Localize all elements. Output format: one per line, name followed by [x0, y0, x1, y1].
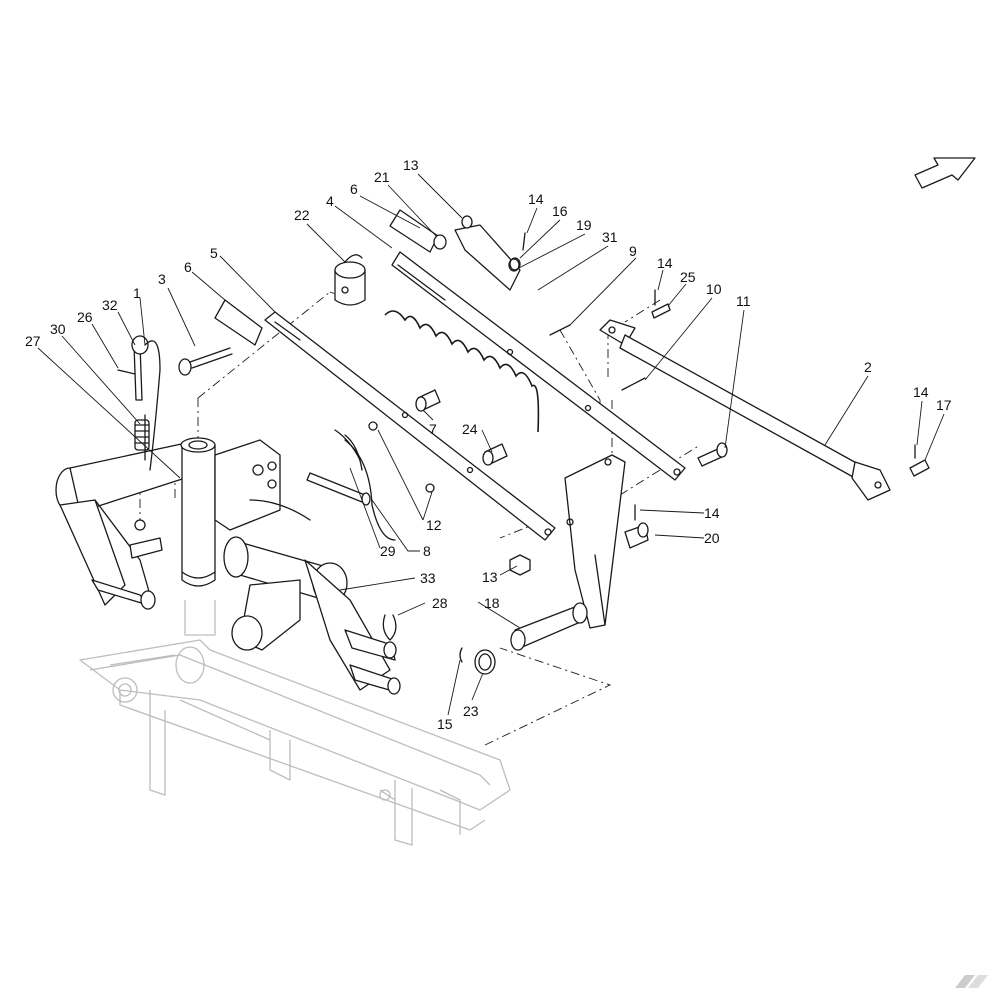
callout-30: 30 [50, 321, 66, 337]
callout-29: 29 [380, 543, 396, 559]
brand-logo-k-icon [955, 975, 988, 988]
callout-14-top: 14 [528, 191, 544, 207]
callout-25: 25 [680, 269, 696, 285]
callout-22: 22 [294, 207, 310, 223]
arm-4 [391, 251, 686, 481]
callout-19: 19 [576, 217, 592, 233]
callout-5: 5 [210, 245, 218, 261]
pin-28 [382, 614, 397, 641]
clevis-pin-8 [306, 429, 396, 541]
lock-handle [117, 335, 161, 471]
leader-lines [37, 173, 945, 716]
caster-tube [180, 437, 281, 587]
bracket-22 [334, 254, 366, 306]
left-frame-bracket [55, 439, 211, 610]
callout-33: 33 [420, 570, 436, 586]
callout-12: 12 [426, 517, 442, 533]
rod-2 [599, 319, 891, 501]
plate-6-left [214, 299, 263, 346]
arm-5 [264, 311, 556, 541]
callout-8: 8 [423, 543, 431, 559]
callout-7: 7 [429, 421, 437, 437]
callout-32: 32 [102, 297, 118, 313]
callout-labels: 13 21 6 4 22 5 6 3 1 32 26 30 27 14 16 1… [25, 157, 952, 732]
callout-2: 2 [864, 359, 872, 375]
callout-26: 26 [77, 309, 93, 325]
callout-27: 27 [25, 333, 41, 349]
callout-6-top: 6 [350, 181, 358, 197]
sleeve-24 [482, 443, 508, 466]
callout-4: 4 [326, 193, 334, 209]
callout-28: 28 [432, 595, 448, 611]
bracket-18 [510, 454, 626, 651]
callout-13-top: 13 [403, 157, 419, 173]
callout-10: 10 [706, 281, 722, 297]
callout-14-lower: 14 [704, 505, 720, 521]
callout-3: 3 [158, 271, 166, 287]
callout-15: 15 [437, 716, 453, 732]
callout-13-lower: 13 [482, 569, 498, 585]
callout-21: 21 [374, 169, 390, 185]
callout-17: 17 [936, 397, 952, 413]
callout-11: 11 [736, 293, 751, 309]
callout-14-mid: 14 [657, 255, 673, 271]
callout-6-left: 6 [184, 259, 192, 275]
callout-20: 20 [704, 530, 720, 546]
callout-16: 16 [552, 203, 568, 219]
sleeve-7 [415, 389, 441, 412]
cross-tube-frame [223, 499, 401, 695]
callout-18: 18 [484, 595, 500, 611]
bolt-3 [178, 347, 233, 376]
washer-23 [474, 649, 496, 675]
arrow-right-up-icon [914, 157, 976, 189]
callout-23: 23 [463, 703, 479, 719]
callout-1: 1 [133, 285, 141, 301]
spring-31 [384, 310, 540, 433]
nut-12 [368, 421, 435, 493]
callout-24: 24 [462, 421, 478, 437]
pins [508, 232, 930, 549]
r-clip-15 [459, 647, 463, 663]
callout-31: 31 [602, 229, 618, 245]
callout-14-right: 14 [913, 384, 929, 400]
nut-13 [509, 554, 531, 576]
ghost-mower-frame [79, 600, 511, 846]
callout-9: 9 [629, 243, 637, 259]
